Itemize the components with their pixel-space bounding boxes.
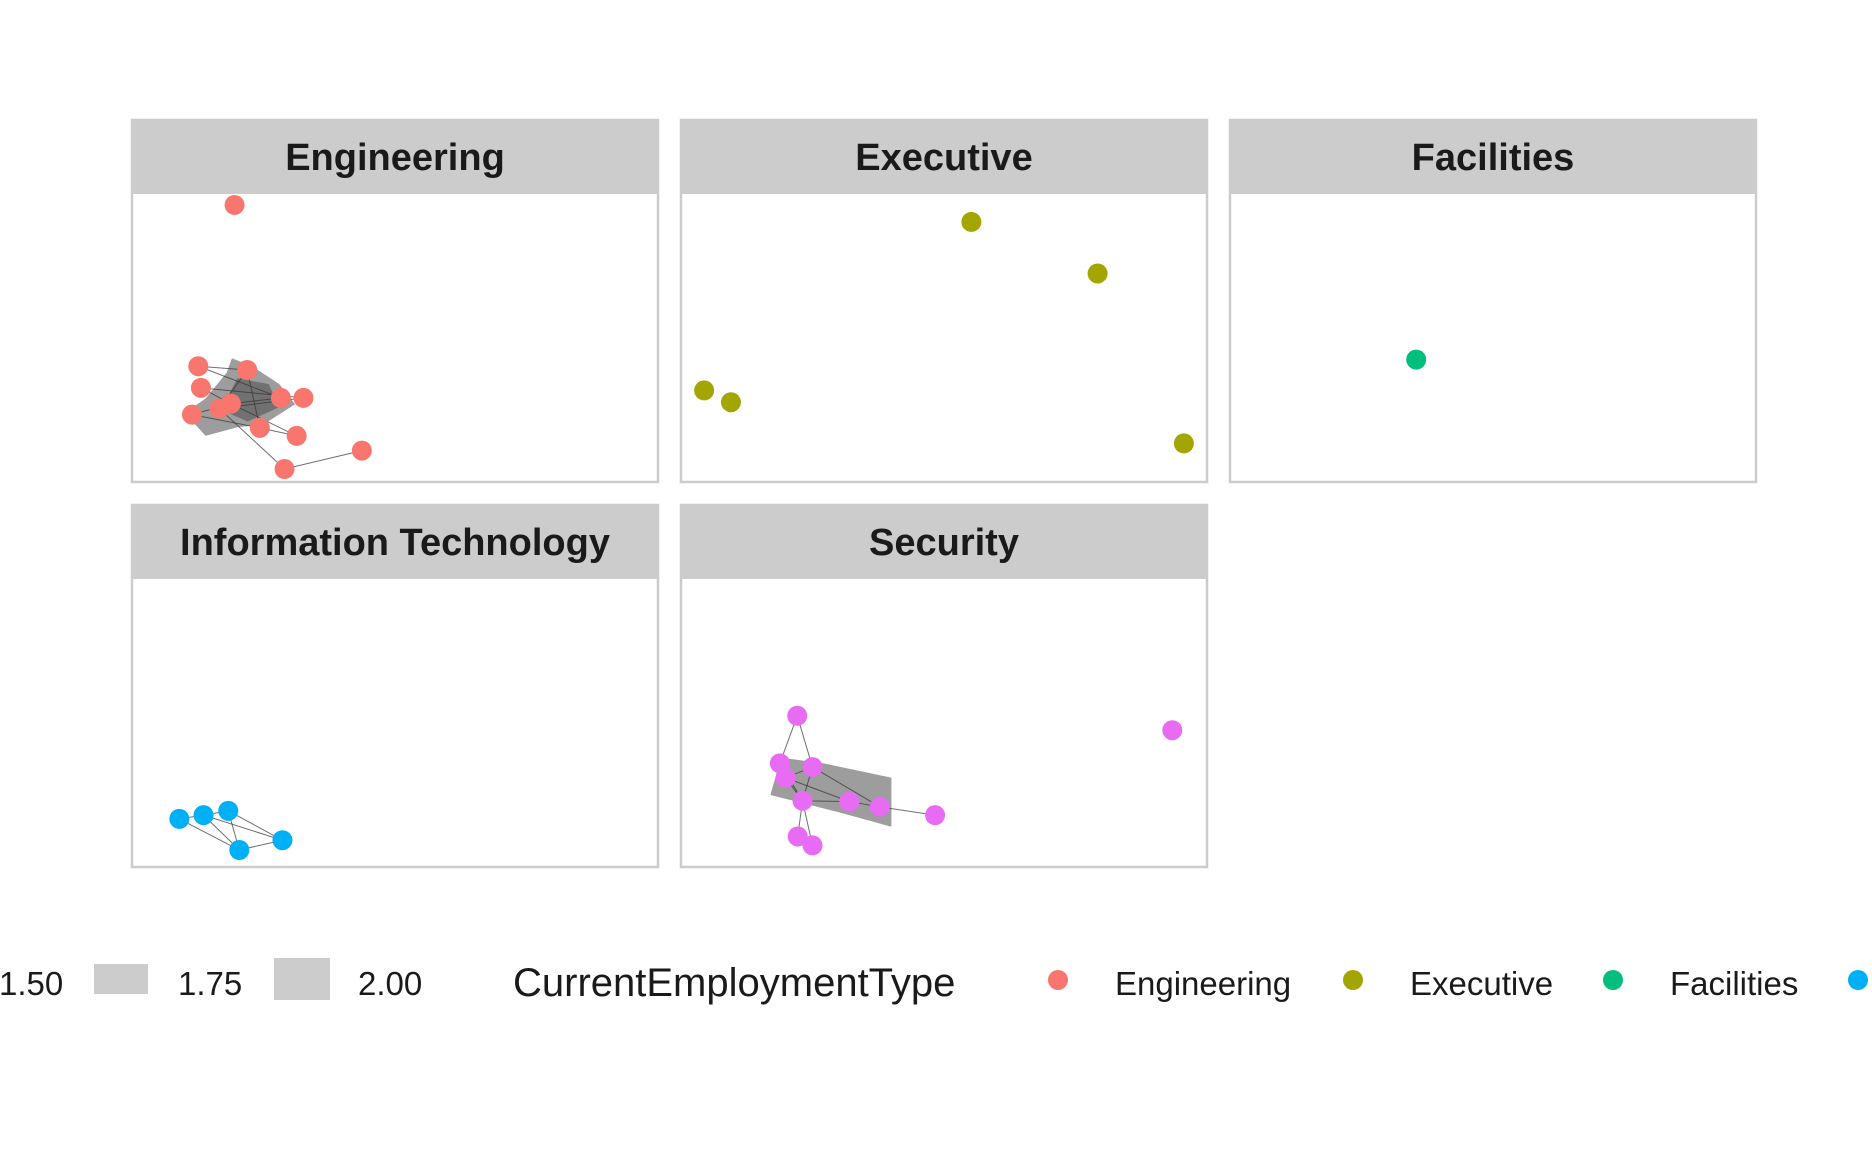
color-legend-key-executive xyxy=(1343,970,1363,990)
color-legend-key-facilities xyxy=(1603,970,1623,990)
strip-label-executive: Executive xyxy=(855,137,1032,179)
edge-information-technology-5 xyxy=(228,810,283,841)
node-engineering-4 xyxy=(270,387,291,408)
node-information-technology-0 xyxy=(169,808,190,829)
node-engineering-3 xyxy=(237,359,258,380)
color-legend-key-engineering xyxy=(1048,970,1068,990)
cluster-hull-security-0 xyxy=(770,757,892,827)
edge-security-12 xyxy=(785,777,850,803)
strip-engineering xyxy=(132,120,658,194)
size-legend-label-3: 2.00 xyxy=(358,965,422,1002)
node-security-8 xyxy=(925,805,946,826)
edge-engineering-8 xyxy=(191,414,260,429)
strip-label-information-technology: Information Technology xyxy=(180,522,610,564)
node-information-technology-3 xyxy=(229,840,250,861)
edge-security-13 xyxy=(812,766,881,808)
node-engineering-0 xyxy=(224,194,245,215)
strip-label-engineering: Engineering xyxy=(285,137,505,179)
node-engineering-5 xyxy=(293,387,314,408)
node-executive-1 xyxy=(1087,263,1108,284)
edge-engineering-12 xyxy=(218,408,285,470)
node-information-technology-2 xyxy=(218,800,239,821)
node-security-4 xyxy=(775,767,796,788)
strip-security xyxy=(681,505,1207,579)
node-security-0 xyxy=(787,705,808,726)
strip-label-security: Security xyxy=(869,522,1019,564)
node-engineering-7 xyxy=(209,398,230,419)
edge-information-technology-7 xyxy=(203,814,283,841)
node-security-6 xyxy=(839,791,860,812)
strip-facilities xyxy=(1230,120,1756,194)
node-engineering-9 xyxy=(249,417,270,438)
facet-information-technology: Information Technology xyxy=(130,503,660,869)
color-legend-title: CurrentEmploymentType xyxy=(513,961,955,1005)
node-engineering-11 xyxy=(351,440,372,461)
edge-engineering-1 xyxy=(198,365,282,399)
node-executive-3 xyxy=(720,392,741,413)
node-security-1 xyxy=(1162,720,1183,741)
edge-information-technology-2 xyxy=(179,818,240,851)
node-executive-0 xyxy=(961,211,982,232)
node-engineering-12 xyxy=(274,459,295,480)
strip-label-facilities: Facilities xyxy=(1412,137,1575,179)
node-security-5 xyxy=(792,790,813,811)
color-legend-label-engineering: Engineering xyxy=(1115,965,1291,1002)
legend: 1.50 1.75 2.00 CurrentEmploymentType Eng… xyxy=(0,958,1868,1005)
node-information-technology-1 xyxy=(193,805,214,826)
size-legend-label-2: 1.75 xyxy=(178,965,242,1002)
size-legend-label-1: 1.50 xyxy=(0,965,63,1002)
facet-executive: Executive xyxy=(679,118,1209,484)
edge-engineering-11 xyxy=(284,450,362,470)
node-executive-4 xyxy=(1173,433,1194,454)
facet-facilities: Facilities xyxy=(1228,118,1758,484)
node-executive-2 xyxy=(694,380,715,401)
size-legend-key-2 xyxy=(274,958,330,1000)
node-facilities-0 xyxy=(1406,349,1427,370)
color-legend-label-facilities: Facilities xyxy=(1670,965,1798,1002)
facet-security: Security xyxy=(679,503,1209,869)
node-security-3 xyxy=(802,757,823,778)
facet-panels: Engineering Executive FacilitiesInformatio… xyxy=(130,118,1758,869)
color-legend-label-executive: Executive xyxy=(1410,965,1553,1002)
strip-executive xyxy=(681,120,1207,194)
node-security-9 xyxy=(787,826,808,847)
node-engineering-1 xyxy=(188,356,209,377)
node-information-technology-4 xyxy=(272,830,293,851)
node-engineering-8 xyxy=(181,404,202,425)
node-engineering-10 xyxy=(286,425,307,446)
node-security-10 xyxy=(802,835,823,856)
node-engineering-2 xyxy=(190,377,211,398)
size-legend-key-1 xyxy=(94,964,148,994)
color-legend-key-it xyxy=(1848,970,1868,990)
node-security-7 xyxy=(869,796,890,817)
facet-engineering: Engineering xyxy=(130,118,660,484)
strip-information-technology xyxy=(132,505,658,579)
